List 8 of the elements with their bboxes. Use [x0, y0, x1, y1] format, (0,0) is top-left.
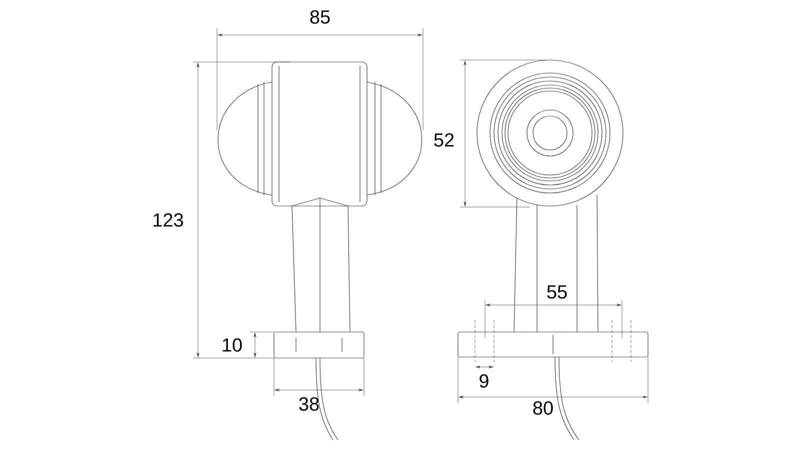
dimension-label: 80: [533, 401, 553, 415]
dimension-label: 38: [299, 397, 319, 411]
dimension-label: 9: [480, 374, 488, 388]
dimension-label: 123: [154, 213, 183, 227]
dimension-label: 10: [222, 338, 242, 352]
dimension-label: 52: [434, 133, 454, 147]
dimension-label: 85: [310, 10, 330, 24]
dimension-label: 55: [547, 285, 567, 299]
